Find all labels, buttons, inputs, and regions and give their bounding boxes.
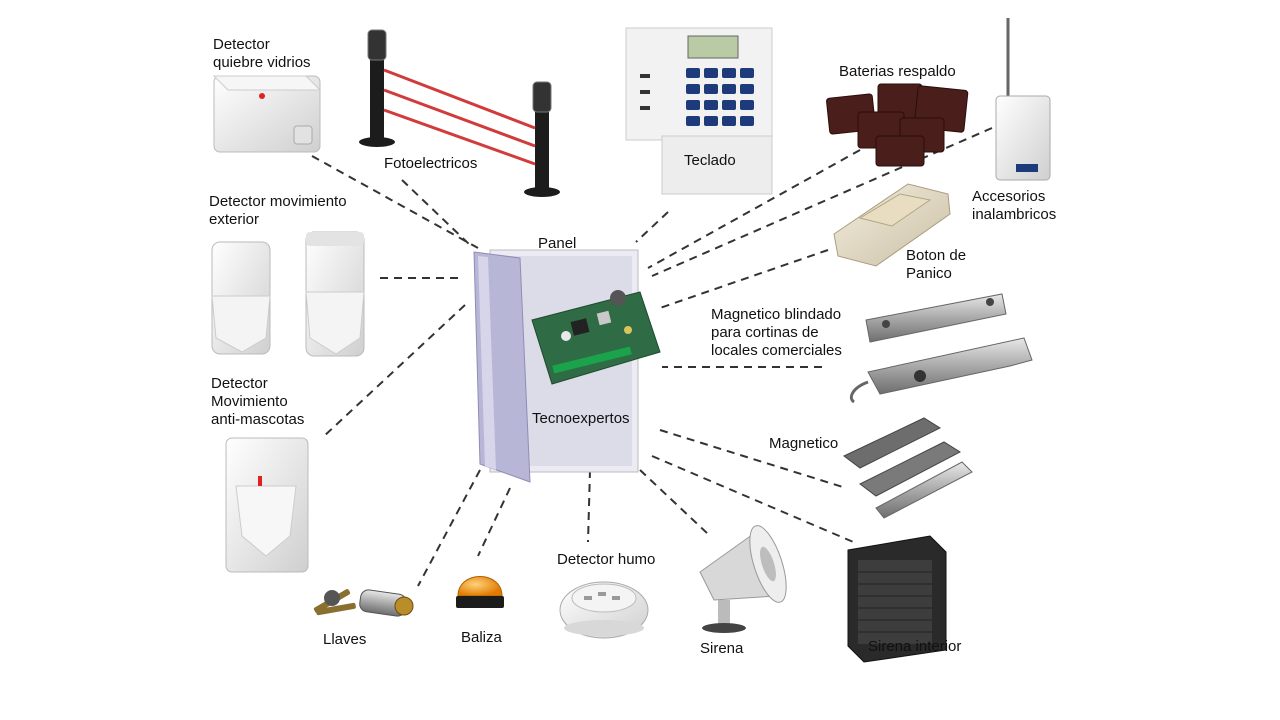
pet-motion-label-line1: Detector — [211, 375, 268, 392]
outdoor-motion-label-line2: exterior — [209, 211, 260, 228]
siren-horn-image — [699, 525, 787, 633]
batteries-label: Baterias respaldo — [839, 63, 956, 80]
panic-button-image — [833, 183, 951, 267]
panic-label-line1: Boton de — [906, 247, 967, 264]
connector-batteries — [647, 149, 861, 269]
pet-motion-detector-image — [225, 437, 309, 573]
connector-panic — [659, 249, 829, 309]
connector-siren — [639, 469, 709, 535]
glass-break-label-line1: Detector — [213, 36, 270, 53]
connector-magnetic — [659, 429, 847, 489]
circuit-board — [531, 290, 661, 385]
alarm-panel — [473, 249, 661, 483]
keys-label: Llaves — [323, 631, 367, 648]
wireless-label-line1: Accesorios — [972, 188, 1046, 205]
glass-break-label-line2: quiebre vidrios — [213, 54, 311, 71]
connector-wireless — [651, 127, 993, 277]
magnetic-label: Magnetico — [769, 435, 839, 452]
shutter-magnetic-label-line1: Magnetico blindado — [711, 306, 842, 323]
connector-beacon — [477, 487, 511, 557]
panel-label: Panel — [538, 235, 577, 252]
panic-label-line2: Panico — [906, 265, 952, 282]
indoor-siren-image — [847, 535, 947, 663]
outdoor-motion-detectors-image — [211, 231, 365, 357]
panic-label: Boton de Panico — [906, 247, 966, 283]
smoke-detector-label: Detector humo — [557, 551, 656, 568]
pet-motion-label-line2: Movimiento — [211, 393, 288, 410]
pet-motion-label: Detector Movimiento anti-mascotas — [211, 375, 304, 429]
wireless-accessory-image — [995, 18, 1051, 181]
connector-photoelectric — [401, 179, 471, 246]
connector-lines — [311, 127, 993, 587]
connector-pet-motion — [321, 304, 466, 439]
outdoor-motion-label: Detector movimiento exterior — [209, 193, 347, 229]
photoelectric-label: Fotoelectricos — [384, 155, 478, 172]
wireless-label: Accesorios inalambricos — [972, 188, 1056, 224]
shutter-magnetic-label-line3: locales comerciales — [711, 342, 842, 359]
smoke-detector-image — [559, 581, 649, 639]
connector-smoke — [587, 469, 591, 543]
keypad-image — [625, 27, 773, 195]
connector-keypad — [635, 211, 669, 243]
shutter-magnetic-label: Magnetico blindado para cortinas de loca… — [711, 306, 842, 360]
batteries-image — [826, 83, 969, 167]
photoelectric-beams-image — [359, 29, 560, 197]
beacon-image — [456, 576, 504, 608]
connector-keys — [417, 469, 481, 587]
glass-break-detector-image — [212, 75, 322, 153]
wireless-label-line2: inalambricos — [972, 206, 1057, 223]
keys-image — [313, 589, 414, 617]
beacon-label: Baliza — [461, 629, 502, 646]
connector-indoor-siren — [651, 455, 859, 545]
siren-label: Sirena — [700, 640, 744, 657]
pet-motion-label-line3: anti-mascotas — [211, 411, 305, 428]
outdoor-motion-label-line1: Detector movimiento — [209, 193, 347, 210]
shutter-magnetic-image — [849, 293, 1033, 404]
shutter-magnetic-label-line2: para cortinas de — [711, 324, 819, 341]
connector-glass-break — [311, 155, 479, 249]
indoor-siren-label: Sirena interior — [868, 638, 962, 655]
keypad-label: Teclado — [684, 152, 736, 169]
brand-label: Tecnoexpertos — [532, 410, 630, 427]
glass-break-label: Detector quiebre vidrios — [213, 36, 311, 72]
magnetic-contact-image — [843, 417, 973, 519]
